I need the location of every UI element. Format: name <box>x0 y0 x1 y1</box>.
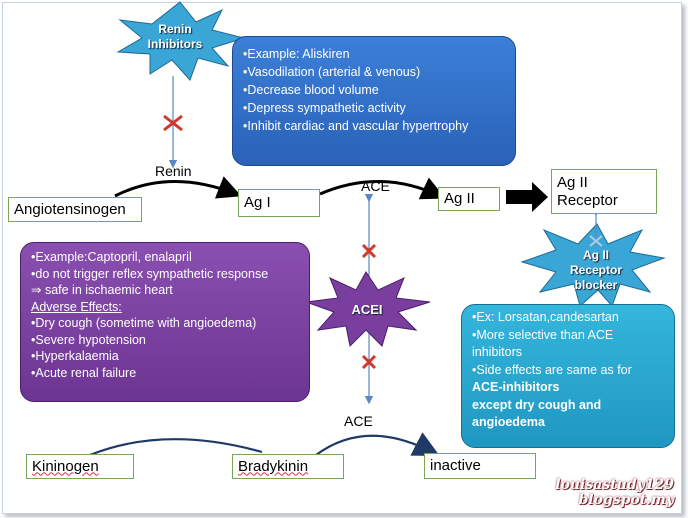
acei-star <box>305 271 431 348</box>
renin-effect-item: Decrease blood volume <box>243 81 505 99</box>
angiotensinogen-label: Angiotensinogen <box>14 200 126 218</box>
inactive-label: inactive <box>430 457 481 474</box>
ace-bottom-label: ACE <box>344 413 373 429</box>
arb-bold-line: ACE-inhibitors <box>472 380 560 394</box>
ace-top-label: ACE <box>361 178 390 194</box>
kininogen-arc <box>89 438 263 457</box>
renin-effects-list: Example: AliskirenVasodilation (arterial… <box>243 45 505 135</box>
arb-effect-item: Ex: Lorsatan,candesartan <box>472 309 664 327</box>
renin-conversion-arc <box>114 176 242 199</box>
renin-effect-item: Example: Aliskiren <box>243 45 505 63</box>
bradykinin-label: Bradykinin <box>238 457 309 475</box>
acei-adverse-item: Hyperkalaemia <box>31 348 299 365</box>
ag2-receptor-box: Ag II Receptor <box>551 169 657 214</box>
renin-inhibitors-star <box>116 1 246 81</box>
inhibition-x-renin <box>163 114 183 132</box>
acei-label: ACEI <box>351 302 383 317</box>
arb-effect-item: More selective than ACE inhibitors <box>472 327 664 362</box>
inhibition-x-ace-bottom <box>361 354 377 370</box>
acei-safe-line: ⇒ safe in ischaemic heart <box>31 283 173 297</box>
receptor-binding-arrow <box>506 182 548 212</box>
inhibition-x-receptor <box>589 235 603 247</box>
acei-effects-panel: Example:Captopril, enalaprildo not trigg… <box>20 242 310 402</box>
ag1-box: Ag I <box>238 189 320 217</box>
acei-adverse-item: Severe hypotension <box>31 332 299 349</box>
arb-effects-list: Ex: Lorsatan,candesartanMore selective t… <box>472 309 664 379</box>
acei-adverse-item: Dry cough (sometime with angioedema) <box>31 315 299 332</box>
arb-label: Ag II Receptor blocker <box>569 248 622 292</box>
arb-bold-lines: ACE-inhibitors except dry cough and angio… <box>472 379 664 432</box>
renin-inhibitors-label: Renin Inhibitors <box>147 22 203 51</box>
acei-adverse-heading: Adverse Effects: <box>31 299 122 314</box>
arb-bold-line: except dry cough and angioedema <box>472 397 602 430</box>
inactive-box: inactive <box>424 453 536 479</box>
acei-adverse-list: Dry cough (sometime with angioedema)Seve… <box>31 315 299 381</box>
acei-effects-list: Example:Captopril, enalaprildo not trigg… <box>31 249 299 282</box>
acei-adverse-item: Acute renal failure <box>31 365 299 382</box>
renin-enzyme-label: Renin <box>155 163 192 179</box>
ag1-label: Ag I <box>244 194 271 211</box>
blog-watermark: louisastudy129 blogspot.my <box>555 478 674 508</box>
watermark-line2: blogspot.my <box>578 492 674 508</box>
arb-star <box>520 223 666 307</box>
inhibition-x-ace-top <box>361 243 377 259</box>
renin-inhibitor-effects-panel: Example: AliskirenVasodilation (arterial… <box>232 36 516 166</box>
arb-effect-item: Side effects are same as for <box>472 362 664 380</box>
acei-effect-item: Example:Captopril, enalapril <box>31 249 299 266</box>
renin-effect-item: Vasodilation (arterial & venous) <box>243 63 505 81</box>
ace-conversion-arc <box>319 177 446 200</box>
acei-effect-item: do not trigger reflex sympathetic respon… <box>31 266 299 283</box>
renin-effect-item: Inhibit cardiac and vascular hypertrophy <box>243 117 505 135</box>
kininogen-label: Kininogen <box>32 457 99 475</box>
bradykinin-box: Bradykinin <box>232 454 344 479</box>
kininogen-box: Kininogen <box>26 454 134 479</box>
arb-effects-panel: Ex: Lorsatan,candesartanMore selective t… <box>461 304 675 448</box>
bradykinin-ace-arc <box>315 432 440 457</box>
ag2-receptor-label: Ag II Receptor <box>557 173 618 209</box>
ag2-label: Ag II <box>444 190 475 207</box>
angiotensinogen-box: Angiotensinogen <box>8 197 142 222</box>
renin-effect-item: Depress sympathetic activity <box>243 99 505 117</box>
ag2-box: Ag II <box>438 187 500 211</box>
watermark-line1: louisastudy129 <box>555 477 674 493</box>
